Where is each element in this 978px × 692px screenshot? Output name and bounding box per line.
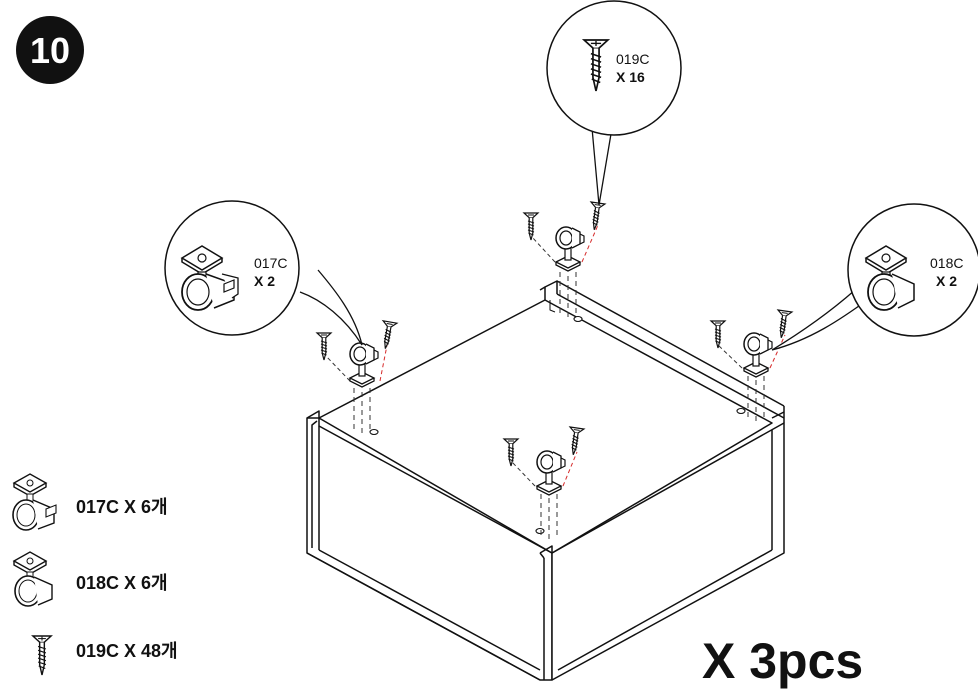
swivel-caster-icon — [12, 551, 53, 607]
screw-icon — [377, 320, 398, 351]
caster-right — [717, 332, 786, 425]
screw-icon — [523, 212, 539, 241]
callout-qty: X 16 — [616, 69, 645, 85]
step-number: 10 — [30, 30, 70, 71]
screw-icon — [773, 309, 793, 340]
caster-front — [511, 450, 578, 543]
callout-qty: X 2 — [936, 273, 957, 289]
callout-019c: 019C X 16 — [546, 0, 682, 206]
legend-item: 017C X 6개 — [76, 497, 168, 517]
quantity-label: X 3pcs — [702, 633, 863, 689]
callout-018c: 018C X 2 — [771, 203, 978, 351]
callout-code: 018C — [930, 255, 963, 271]
screw-icon — [710, 320, 726, 349]
swivel-caster-with-brake-icon — [180, 245, 239, 311]
swivel-caster-icon — [864, 245, 915, 311]
caster-back — [531, 224, 599, 321]
callout-code: 019C — [616, 51, 649, 67]
callout-qty: X 2 — [254, 273, 275, 289]
callout-code: 017C — [254, 255, 287, 271]
legend: 017C X 6개 018C X 6개 019C X 48개 — [12, 473, 178, 676]
callout-017c: 017C X 2 — [164, 200, 363, 346]
screw-icon — [586, 201, 606, 232]
screw-icon — [581, 39, 611, 92]
legend-item: 018C X 6개 — [76, 573, 168, 593]
screw-icon — [316, 332, 332, 361]
swivel-caster-with-brake-icon — [12, 473, 57, 531]
legend-item: 019C X 48개 — [76, 641, 178, 661]
screw-icon — [31, 635, 53, 676]
cabinet-box — [306, 280, 785, 681]
step-badge: 10 — [16, 16, 84, 84]
